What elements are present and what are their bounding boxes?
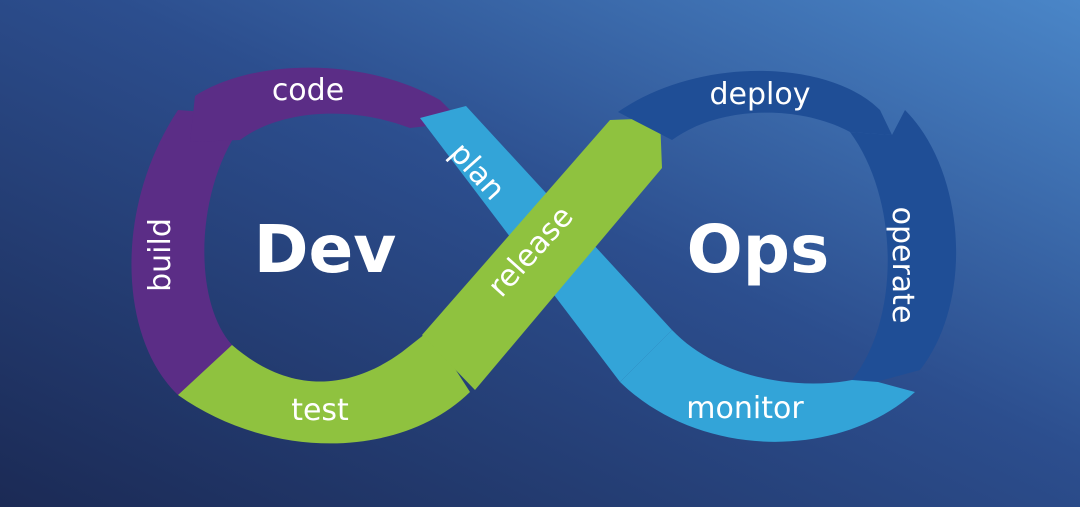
test-segment: [178, 330, 470, 444]
build-segment: [131, 110, 240, 398]
build-label: build: [143, 218, 178, 292]
ops-label: Ops: [687, 211, 830, 288]
code-segment: [190, 67, 462, 142]
deploy-segment: [618, 70, 892, 140]
monitor-segment: [620, 330, 915, 442]
test-label: test: [291, 393, 349, 428]
operate-segment: [850, 110, 957, 383]
deploy-label: deploy: [710, 77, 811, 112]
release-segment: [422, 118, 662, 390]
dev-label: Dev: [254, 211, 397, 288]
operate-label: operate: [885, 207, 920, 324]
code-label: code: [272, 73, 344, 108]
monitor-label: monitor: [686, 391, 804, 426]
